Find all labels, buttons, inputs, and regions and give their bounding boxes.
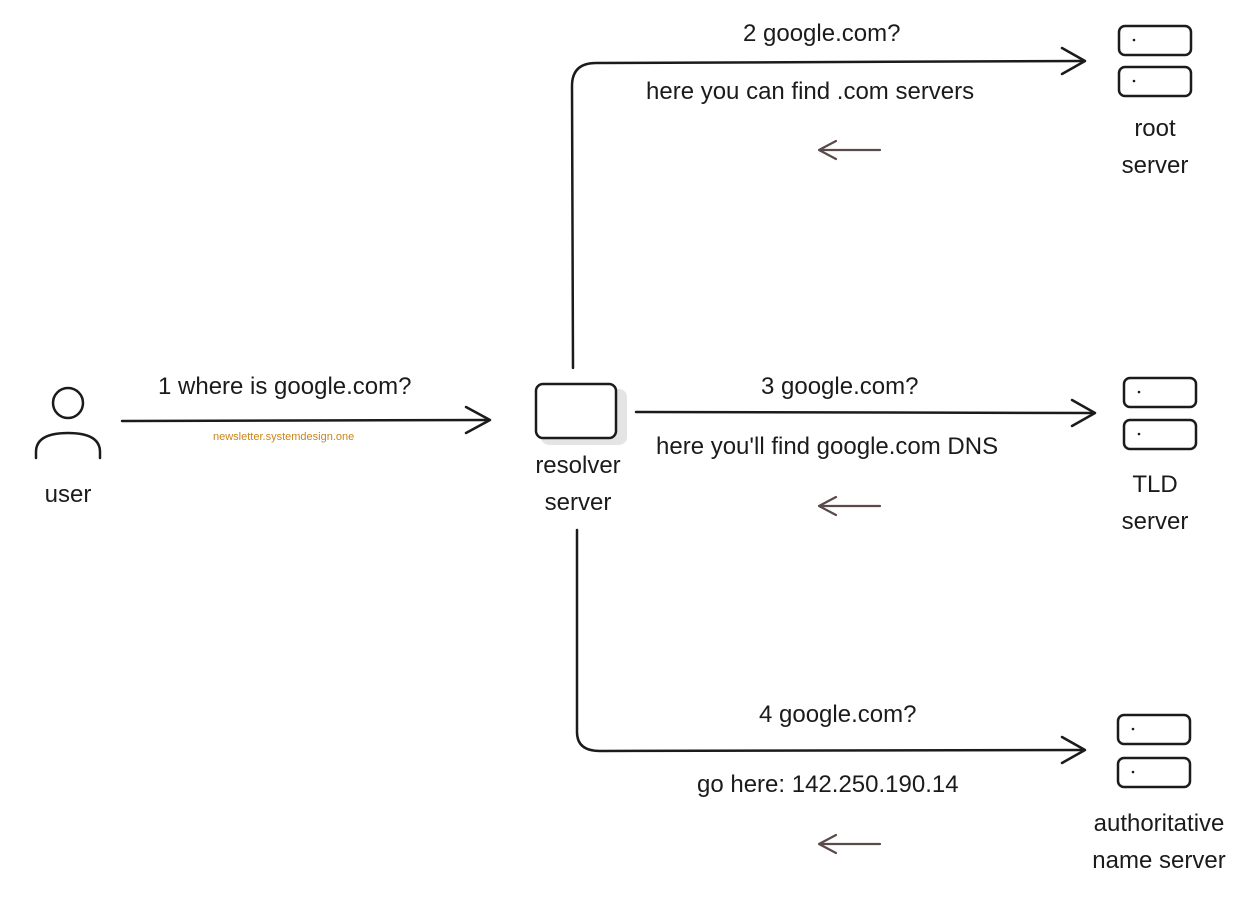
user-to-resolver-arrow: [120, 405, 492, 435]
tld-label-line2: server: [1121, 508, 1189, 535]
step3-request-label: 3 google.com?: [761, 373, 919, 400]
watermark-text: newsletter.systemdesign.one: [213, 431, 355, 443]
resolver-label-line2: server: [544, 489, 612, 516]
resolver-to-tld-arrow: [634, 398, 1097, 428]
step2-request-label: 2 google.com?: [743, 20, 901, 47]
root-server-icon: [1117, 24, 1193, 98]
root-response-arrow: [817, 139, 882, 161]
step2-response-label: here you can find .com servers: [646, 78, 975, 105]
step1-request-label: 1 where is google.com?: [158, 373, 412, 400]
resolver-server-icon: [534, 382, 627, 445]
user-label: user: [44, 481, 92, 508]
step3-response-label: here you'll find google.com DNS: [656, 433, 999, 460]
authoritative-response-arrow: [817, 833, 882, 855]
user-icon: [34, 386, 102, 460]
root-label-line1: root: [1134, 115, 1176, 142]
resolver-to-authoritative-arrow: [575, 528, 1087, 765]
step4-response-label: go here: 142.250.190.14: [697, 771, 959, 798]
authoritative-server-icon: [1116, 713, 1192, 789]
tld-server-icon: [1122, 376, 1198, 451]
tld-label-line1: TLD: [1132, 471, 1178, 498]
step4-request-label: 4 google.com?: [759, 701, 917, 728]
authoritative-label-line2: name server: [1092, 847, 1226, 874]
root-label-line2: server: [1121, 152, 1189, 179]
tld-response-arrow: [817, 495, 882, 517]
authoritative-label-line1: authoritative: [1093, 810, 1225, 837]
resolver-to-root-arrow: [570, 46, 1087, 370]
resolver-label-line1: resolver: [535, 452, 621, 479]
